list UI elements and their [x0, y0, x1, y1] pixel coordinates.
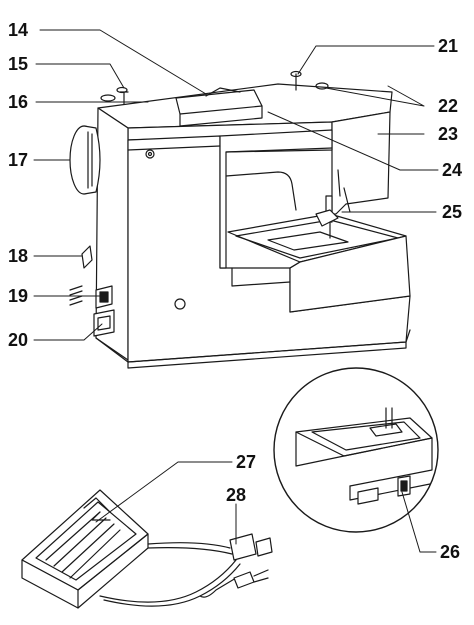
callout-28: 28 — [226, 485, 247, 505]
callout-24: 24 — [442, 160, 463, 180]
callout-27: 27 — [236, 452, 257, 472]
callout-22: 22 — [438, 96, 459, 116]
power-cord — [99, 533, 273, 607]
callout-15: 15 — [8, 54, 29, 74]
callout-17: 17 — [8, 150, 29, 170]
callout-16: 16 — [8, 92, 29, 112]
callout-26: 26 — [440, 542, 461, 562]
sewing-machine-body — [69, 70, 411, 369]
callout-23: 23 — [438, 124, 459, 144]
leader-lines — [33, 29, 439, 553]
callout-18: 18 — [8, 246, 29, 266]
foot-pedal — [21, 489, 149, 609]
callout-14: 14 — [8, 20, 29, 40]
inset-detail — [273, 367, 439, 533]
callout-20: 20 — [8, 330, 29, 350]
callout-19: 19 — [8, 286, 29, 306]
callout-21: 21 — [438, 36, 459, 56]
callout-25: 25 — [442, 202, 463, 222]
